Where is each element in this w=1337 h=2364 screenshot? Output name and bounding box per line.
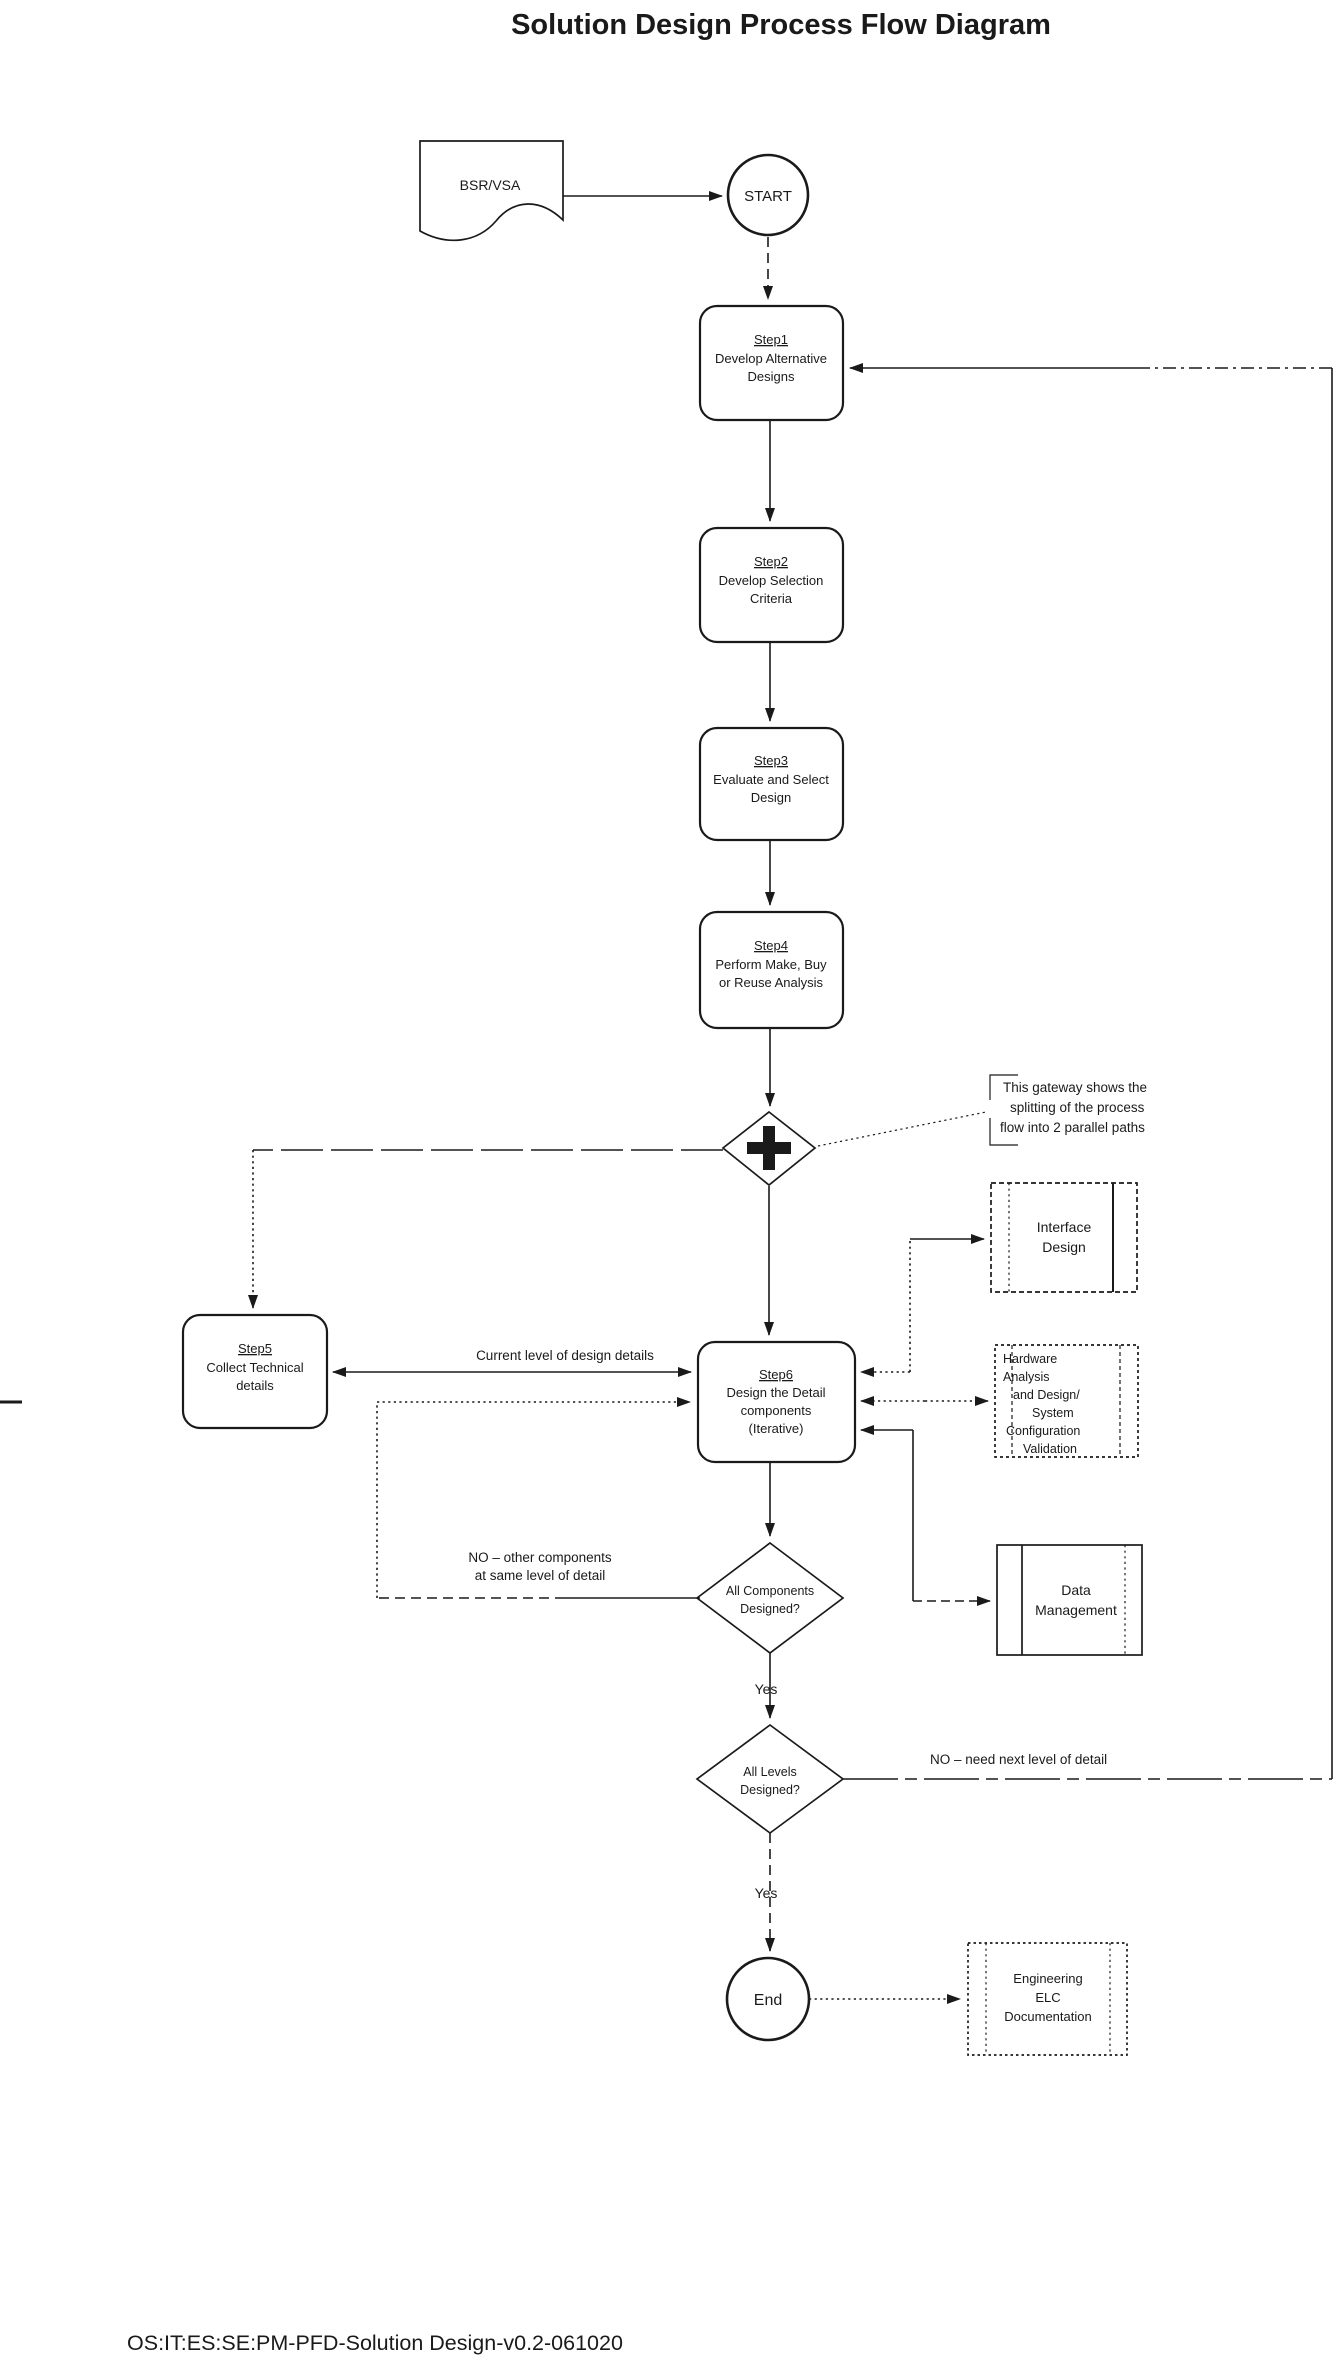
step6-id-label: Step6 bbox=[759, 1367, 793, 1382]
label-no-components-line2: at same level of detail bbox=[475, 1568, 606, 1583]
step1-node bbox=[698, 304, 845, 422]
interface-design-node bbox=[990, 1182, 1138, 1293]
step4-text-line2: or Reuse Analysis bbox=[719, 975, 824, 990]
gateway-note-line2: splitting of the process bbox=[1010, 1100, 1145, 1115]
engineering-node bbox=[967, 1942, 1128, 2056]
label-no-levels: NO – need next level of detail bbox=[930, 1752, 1107, 1767]
step5-id-label: Step5 bbox=[238, 1341, 272, 1356]
gateway-note-leader bbox=[817, 1111, 987, 1147]
engineering-line1: Engineering bbox=[1013, 1971, 1082, 1986]
label-no-components-line1: NO – other components bbox=[468, 1550, 612, 1565]
all-levels-line2: Designed? bbox=[740, 1783, 800, 1797]
step2-text-line1: Develop Selection bbox=[719, 573, 824, 588]
engineering-line3: Documentation bbox=[1004, 2009, 1091, 2024]
end-label: End bbox=[754, 1992, 782, 2009]
data-management-line2: Management bbox=[1035, 1602, 1117, 1618]
gateway-note-line1: This gateway shows the bbox=[1003, 1080, 1147, 1095]
all-components-line1: All Components bbox=[726, 1584, 814, 1598]
label-yes-components: Yes bbox=[755, 1681, 778, 1697]
engineering-line2: ELC bbox=[1035, 1990, 1060, 2005]
step3-node bbox=[698, 726, 845, 842]
step2-text-line2: Criteria bbox=[750, 591, 793, 606]
step2-node bbox=[698, 526, 845, 644]
document-id-footer: OS:IT:ES:SE:PM-PFD-Solution Design-v0.2-… bbox=[127, 2331, 623, 2355]
all-levels-decision bbox=[695, 1723, 845, 1835]
hardware-node bbox=[994, 1344, 1139, 1458]
step4-id-label: Step4 bbox=[754, 938, 788, 953]
gateway-note-bracket-bottom bbox=[989, 1118, 1018, 1146]
hardware-line5: Configuration bbox=[1006, 1424, 1080, 1438]
label-yes-levels: Yes bbox=[755, 1885, 778, 1901]
all-levels-line1: All Levels bbox=[743, 1765, 797, 1779]
all-components-line2: Designed? bbox=[740, 1602, 800, 1616]
step6-node bbox=[696, 1340, 857, 1464]
gateway-note-line3: flow into 2 parallel paths bbox=[1000, 1120, 1145, 1135]
page-title: Solution Design Process Flow Diagram bbox=[511, 9, 1051, 41]
step1-text-line2: Designs bbox=[748, 369, 795, 384]
hardware-line6: Validation bbox=[1023, 1442, 1077, 1456]
step5-text-line2: details bbox=[236, 1378, 274, 1393]
hardware-line3: and Design/ bbox=[1013, 1388, 1080, 1402]
start-label: START bbox=[744, 188, 792, 205]
step1-id-label: Step1 bbox=[754, 332, 788, 347]
step6-text-line3: (Iterative) bbox=[749, 1421, 804, 1436]
step4-node bbox=[698, 910, 845, 1030]
document-shape bbox=[419, 140, 564, 242]
hardware-line1: Hardware bbox=[1003, 1352, 1057, 1366]
step6-text-line1: Design the Detail bbox=[727, 1385, 826, 1400]
data-management-line1: Data bbox=[1061, 1582, 1091, 1598]
plus-icon bbox=[747, 1126, 791, 1170]
gateway-note-bracket-top bbox=[989, 1074, 1018, 1100]
step5-text-line1: Collect Technical bbox=[206, 1360, 303, 1375]
step3-text-line1: Evaluate and Select bbox=[713, 772, 829, 787]
all-components-decision bbox=[695, 1541, 845, 1655]
step6-text-line2: components bbox=[741, 1403, 812, 1418]
data-management-node bbox=[996, 1544, 1143, 1656]
hardware-line4: System bbox=[1032, 1406, 1074, 1420]
interface-design-line2: Design bbox=[1042, 1239, 1086, 1255]
hardware-line2: Analysis bbox=[1003, 1370, 1050, 1384]
step1-text-line1: Develop Alternative bbox=[715, 351, 827, 366]
interface-design-line1: Interface bbox=[1037, 1219, 1092, 1235]
step2-id-label: Step2 bbox=[754, 554, 788, 569]
step3-id-label: Step3 bbox=[754, 753, 788, 768]
document-label: BSR/VSA bbox=[460, 177, 521, 193]
label-current-level: Current level of design details bbox=[476, 1348, 654, 1363]
step3-text-line2: Design bbox=[751, 790, 791, 805]
step5-node bbox=[181, 1313, 329, 1430]
step4-text-line1: Perform Make, Buy bbox=[715, 957, 827, 972]
start-node bbox=[726, 153, 810, 237]
